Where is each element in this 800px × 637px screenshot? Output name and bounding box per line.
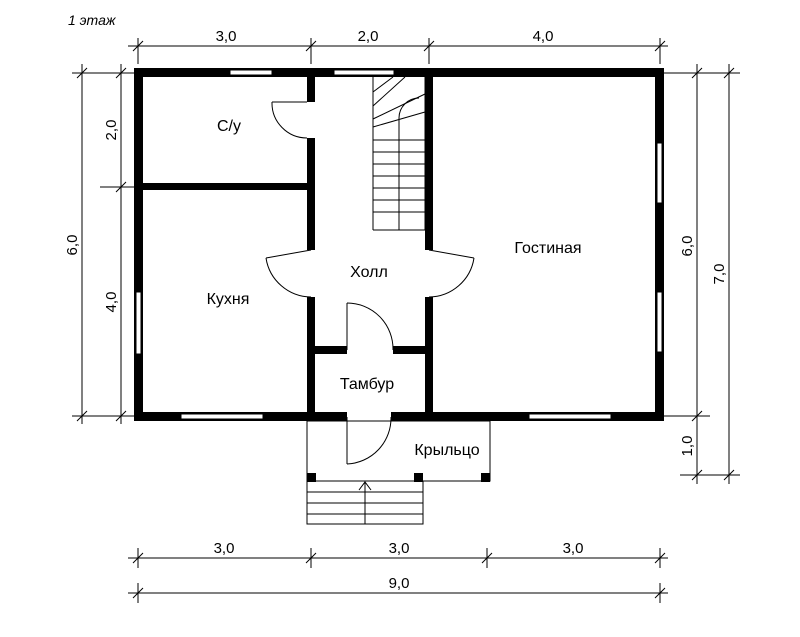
outer-wall-bottom (134, 412, 664, 421)
dim-left-total: 6,0 (64, 235, 81, 256)
dim-left-2: 4,0 (103, 292, 120, 313)
outer-wall-left (134, 68, 143, 421)
dimension-lines (72, 38, 740, 603)
dim-bottom-total: 9,0 (389, 575, 410, 592)
dim-top-2: 2,0 (358, 28, 379, 45)
door-living-arc (428, 257, 475, 298)
walls (134, 68, 664, 421)
wall-hall-left-3 (307, 297, 315, 412)
window-bottom-living (528, 413, 612, 420)
door-kitchen-arc (265, 257, 312, 298)
entrance-gap (347, 411, 391, 422)
window-left-kitchen (135, 291, 142, 355)
floor-label: 1 этаж (68, 12, 117, 28)
room-label-hall: Холл (350, 264, 388, 281)
wall-hall-left-2 (307, 138, 315, 250)
room-label-living-room: Гостиная (514, 240, 581, 257)
wall-hall-left-1 (307, 77, 315, 102)
wall-hall-right-1 (425, 77, 433, 250)
room-label-vestibule: Тамбур (340, 376, 394, 393)
outer-wall-right (655, 68, 664, 421)
door-entrance-arc (346, 416, 392, 465)
windows (135, 69, 663, 420)
wall-hall-right-2 (425, 297, 433, 412)
room-label-bathroom: С/у (217, 118, 241, 135)
dim-bottom-2: 3,0 (389, 540, 410, 557)
dim-left-1: 2,0 (103, 120, 120, 141)
dim-top-3: 4,0 (533, 28, 554, 45)
porch (306, 420, 491, 525)
wall-vestibule-top-right (393, 346, 425, 354)
dimension-labels: 3,0 2,0 4,0 3,0 3,0 3,0 9,0 2,0 4,0 6,0 … (64, 28, 728, 592)
window-right-living-2 (656, 291, 663, 353)
dim-bottom-1: 3,0 (214, 540, 235, 557)
dim-top-1: 3,0 (216, 28, 237, 45)
window-top-bathroom (229, 69, 273, 76)
dim-right-1: 6,0 (679, 236, 696, 257)
door-bathroom-arc (271, 101, 308, 139)
porch-post-left (307, 473, 316, 482)
porch-post-right (481, 473, 490, 482)
porch-post-mid (414, 473, 423, 482)
room-label-kitchen: Кухня (207, 291, 250, 308)
window-right-living-1 (656, 142, 663, 204)
door-kitchen-leaf (265, 249, 312, 259)
staircase (372, 76, 426, 231)
wall-vestibule-top-left (315, 346, 347, 354)
window-bottom-kitchen (180, 413, 264, 420)
wall-bath-kitchen (143, 183, 311, 190)
outer-wall-top (134, 68, 664, 77)
porch-steps (306, 480, 424, 525)
dim-bottom-3: 3,0 (563, 540, 584, 557)
doors (265, 101, 475, 465)
dim-right-total: 7,0 (711, 264, 728, 285)
door-vestibule-arc (346, 302, 394, 351)
window-top-hall (333, 69, 395, 76)
door-living-leaf (428, 249, 475, 259)
room-label-porch: Крыльцо (414, 442, 479, 459)
dim-right-2: 1,0 (679, 436, 696, 457)
